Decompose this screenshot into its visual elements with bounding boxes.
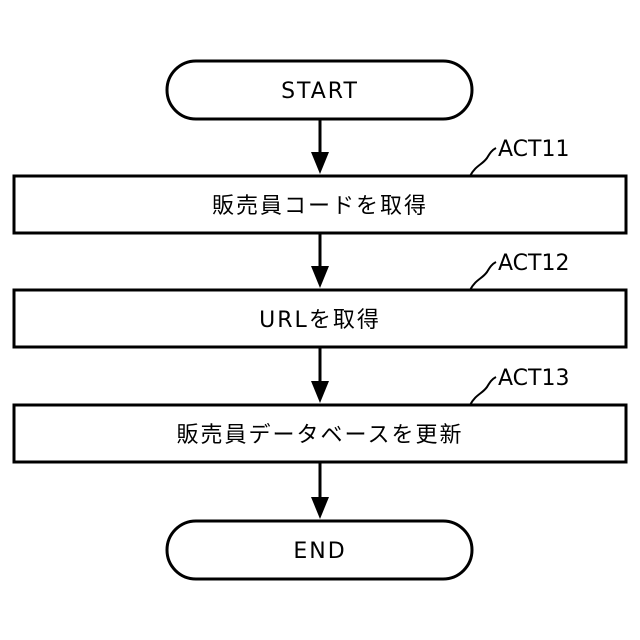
act13-id: ACT13 bbox=[498, 366, 569, 391]
end-label: END bbox=[293, 539, 346, 564]
arrow-act13-to-end bbox=[311, 462, 329, 519]
arrow-start-to-act11 bbox=[311, 119, 329, 174]
arrow-act11-to-act12 bbox=[311, 233, 329, 288]
start-label: START bbox=[281, 79, 359, 104]
act11-label: 販売員コードを取得 bbox=[212, 194, 428, 219]
end-terminal: END bbox=[167, 521, 472, 579]
act11-id: ACT11 bbox=[498, 137, 569, 162]
arrow-act12-to-act13 bbox=[311, 347, 329, 403]
act11-leader bbox=[470, 148, 496, 176]
act13-label: 販売員データベースを更新 bbox=[177, 423, 464, 448]
start-terminal: START bbox=[167, 61, 472, 119]
act12-id: ACT12 bbox=[498, 251, 569, 276]
act12-leader bbox=[470, 262, 496, 290]
act13-leader bbox=[470, 377, 496, 405]
act12-label: URLを取得 bbox=[259, 308, 381, 333]
